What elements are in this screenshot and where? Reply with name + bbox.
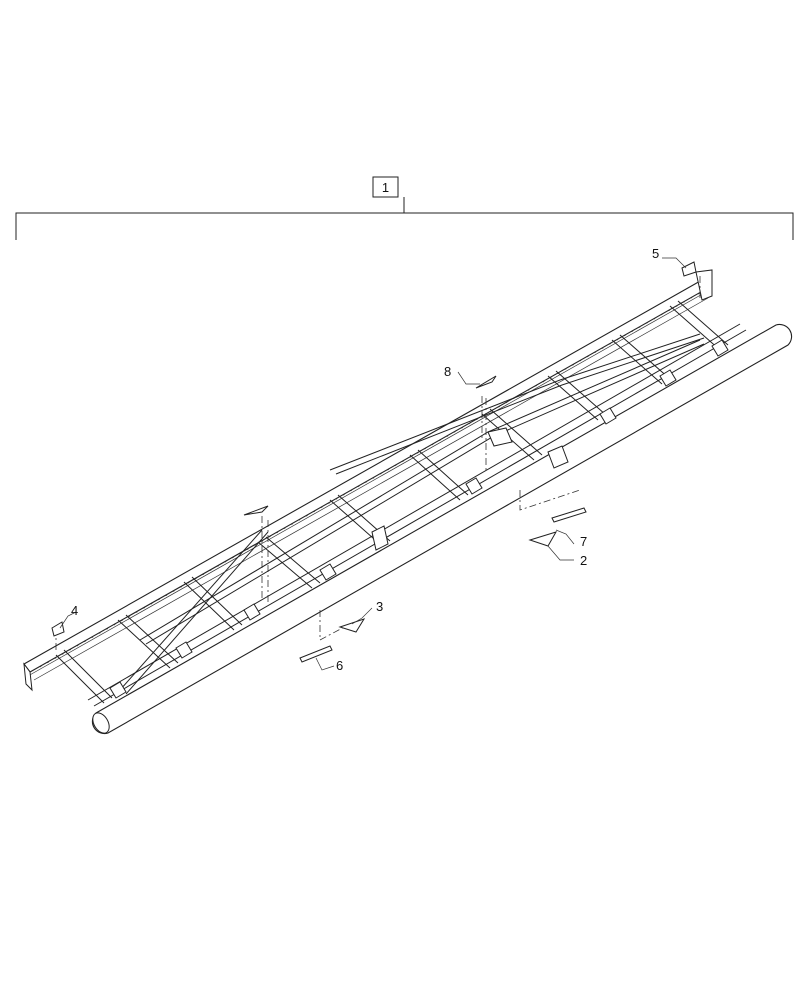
bracket bbox=[109, 681, 127, 699]
part-8 bbox=[475, 375, 497, 389]
front-tube-end bbox=[92, 712, 110, 734]
cross-members bbox=[55, 300, 729, 704]
tie-rod-upper-b bbox=[335, 337, 705, 475]
middle-rail-a bbox=[87, 323, 741, 701]
assembly-callout-box bbox=[372, 176, 399, 198]
part-7 bbox=[551, 507, 587, 523]
callout-2: 2 bbox=[580, 553, 587, 568]
top-rail-lower-edge bbox=[27, 291, 707, 677]
center-bracket bbox=[547, 445, 569, 469]
assembly-callout-label: 1 bbox=[382, 180, 389, 195]
rib-6 bbox=[409, 449, 469, 501]
assembly-bracket: 1 bbox=[15, 176, 794, 240]
bracket-line bbox=[15, 197, 794, 240]
explode-line-left bbox=[261, 516, 269, 604]
left-end-plate bbox=[23, 662, 33, 692]
leader-5 bbox=[662, 257, 687, 269]
rib-10 bbox=[669, 300, 729, 351]
bracket bbox=[319, 563, 337, 581]
part-2 bbox=[528, 531, 558, 547]
part-6 bbox=[299, 645, 333, 663]
explode-line-2-7 bbox=[519, 489, 581, 511]
bracket bbox=[599, 407, 617, 425]
tie-rod-upper bbox=[329, 333, 701, 471]
leader-8 bbox=[457, 371, 480, 385]
part-4 bbox=[51, 621, 65, 637]
rib-3 bbox=[183, 576, 243, 631]
bracket bbox=[659, 369, 677, 387]
leader-6 bbox=[315, 657, 335, 671]
rib-1 bbox=[55, 649, 113, 704]
bracket bbox=[465, 477, 483, 495]
front-brackets bbox=[109, 339, 729, 699]
rib-8 bbox=[547, 370, 607, 421]
middle-rail-b bbox=[93, 329, 747, 707]
wedge-part-top bbox=[243, 505, 269, 516]
loose-parts bbox=[51, 261, 697, 663]
explode-line-3-6 bbox=[319, 610, 349, 641]
explode-line-8 bbox=[481, 396, 487, 470]
rib-4 bbox=[257, 536, 321, 589]
leader-lines bbox=[59, 257, 687, 671]
front-tube bbox=[91, 323, 793, 735]
part-5 bbox=[681, 261, 697, 277]
top-rail bbox=[23, 279, 709, 673]
rib-9 bbox=[611, 334, 671, 385]
rib-2 bbox=[117, 614, 179, 669]
callout-labels: 2 3 4 5 6 7 8 bbox=[71, 246, 659, 673]
tie-rod-mid-b bbox=[145, 343, 705, 645]
part-3 bbox=[338, 618, 366, 633]
callout-5: 5 bbox=[652, 246, 659, 261]
callout-4: 4 bbox=[71, 603, 78, 618]
right-end-plate bbox=[695, 269, 713, 301]
bracket bbox=[243, 603, 261, 621]
top-rail-flange bbox=[33, 297, 709, 681]
leader-2 bbox=[547, 545, 574, 561]
leader-4 bbox=[59, 611, 77, 629]
mount-plate bbox=[487, 427, 513, 447]
leader-7 bbox=[555, 529, 575, 545]
bracket bbox=[711, 339, 729, 357]
callout-8: 8 bbox=[444, 364, 451, 379]
leader-3 bbox=[351, 607, 373, 625]
center-bracket bbox=[371, 525, 389, 551]
callout-6: 6 bbox=[336, 658, 343, 673]
callout-7: 7 bbox=[580, 534, 587, 549]
frame-assembly bbox=[23, 269, 793, 735]
callout-3: 3 bbox=[376, 599, 383, 614]
tie-rod-mid bbox=[139, 339, 701, 641]
bracket bbox=[175, 641, 193, 659]
